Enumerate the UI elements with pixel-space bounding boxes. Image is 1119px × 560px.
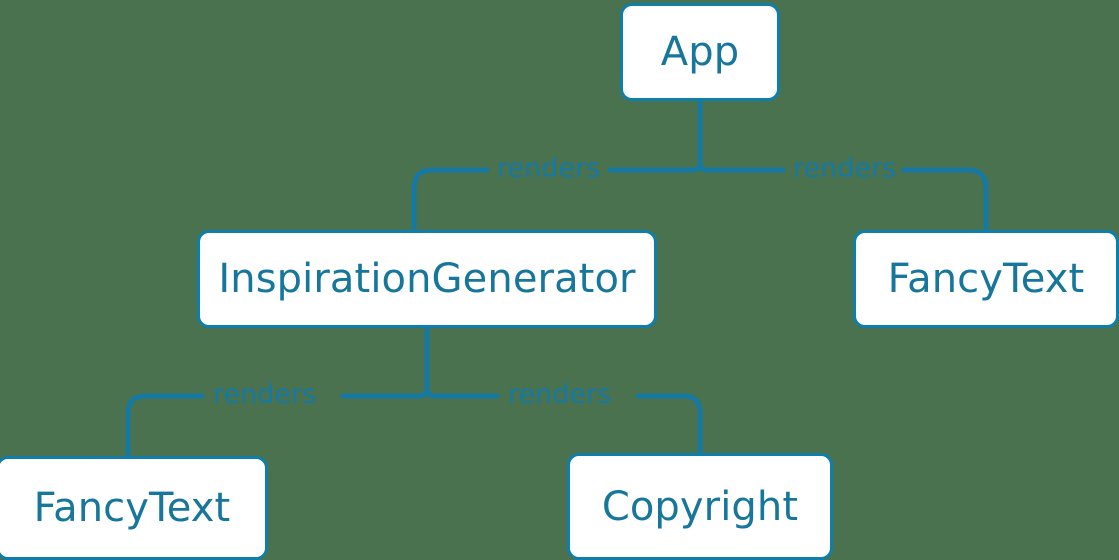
node-app[interactable]: App [620, 3, 780, 101]
node-fancytext-left-label: FancyText [33, 485, 231, 531]
node-fancytext-right-label: FancyText [887, 256, 1085, 302]
node-copyright[interactable]: Copyright [567, 453, 833, 560]
node-app-label: App [660, 29, 740, 75]
edge-app-to-inspiration [411, 167, 696, 233]
edge-inspiration-to-copyright [432, 393, 703, 456]
edge-app-trunk [690, 98, 703, 173]
edge-inspiration-trunk [416, 325, 430, 399]
edge-app-to-fancytext [704, 167, 989, 233]
edge-inspiration-to-fancytext [125, 393, 422, 459]
node-fancytext-left[interactable]: FancyText [0, 456, 268, 560]
edge-label-app-to-inspiration: renders [497, 153, 601, 184]
edge-label-inspiration-to-fancytext: renders [213, 379, 317, 410]
edge-label-app-to-fancytext: renders [793, 153, 897, 184]
node-inspiration-generator[interactable]: InspirationGenerator [197, 230, 657, 328]
node-inspiration-generator-label: InspirationGenerator [218, 256, 636, 302]
node-fancytext-right[interactable]: FancyText [853, 230, 1119, 328]
edge-label-inspiration-to-copyright: renders [508, 379, 612, 410]
node-copyright-label: Copyright [601, 483, 799, 530]
